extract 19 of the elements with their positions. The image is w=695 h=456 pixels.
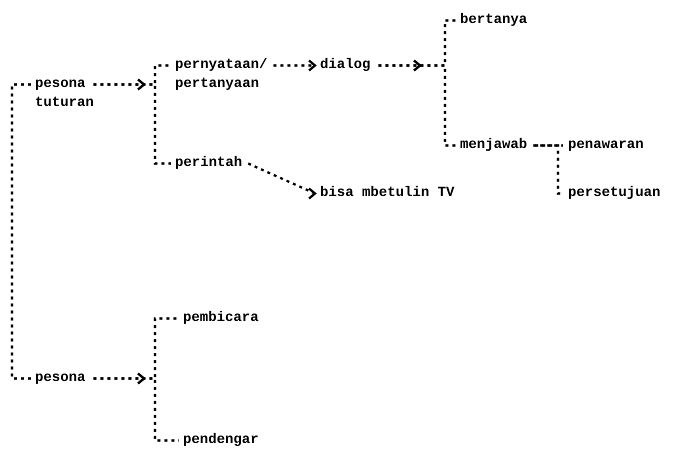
outline-item-text: bisa mbetulin TV <box>320 184 454 203</box>
outline-item-text: menjawab <box>460 136 528 155</box>
outline-item-text: penawaran <box>568 136 644 155</box>
outline-item-text: persetujuan <box>568 184 660 203</box>
connector <box>533 144 563 147</box>
connector <box>93 372 179 442</box>
outline-item-text: dialog <box>320 56 370 75</box>
outline-item-text: pesona <box>35 369 86 388</box>
connector <box>248 162 316 200</box>
outline-item-text: pernyataan/ pertanyaan <box>175 56 268 94</box>
connector <box>93 78 171 165</box>
outline-item-text: perintah <box>175 154 242 173</box>
outline-item-text: pendengar <box>183 431 259 450</box>
outline-item-text: pembicara <box>183 309 259 328</box>
connector <box>378 59 456 147</box>
outline-item-text: pesona tuturan <box>35 75 95 113</box>
connector <box>10 83 31 380</box>
connector <box>273 59 316 72</box>
outline-item-text: bertanya <box>460 11 528 30</box>
